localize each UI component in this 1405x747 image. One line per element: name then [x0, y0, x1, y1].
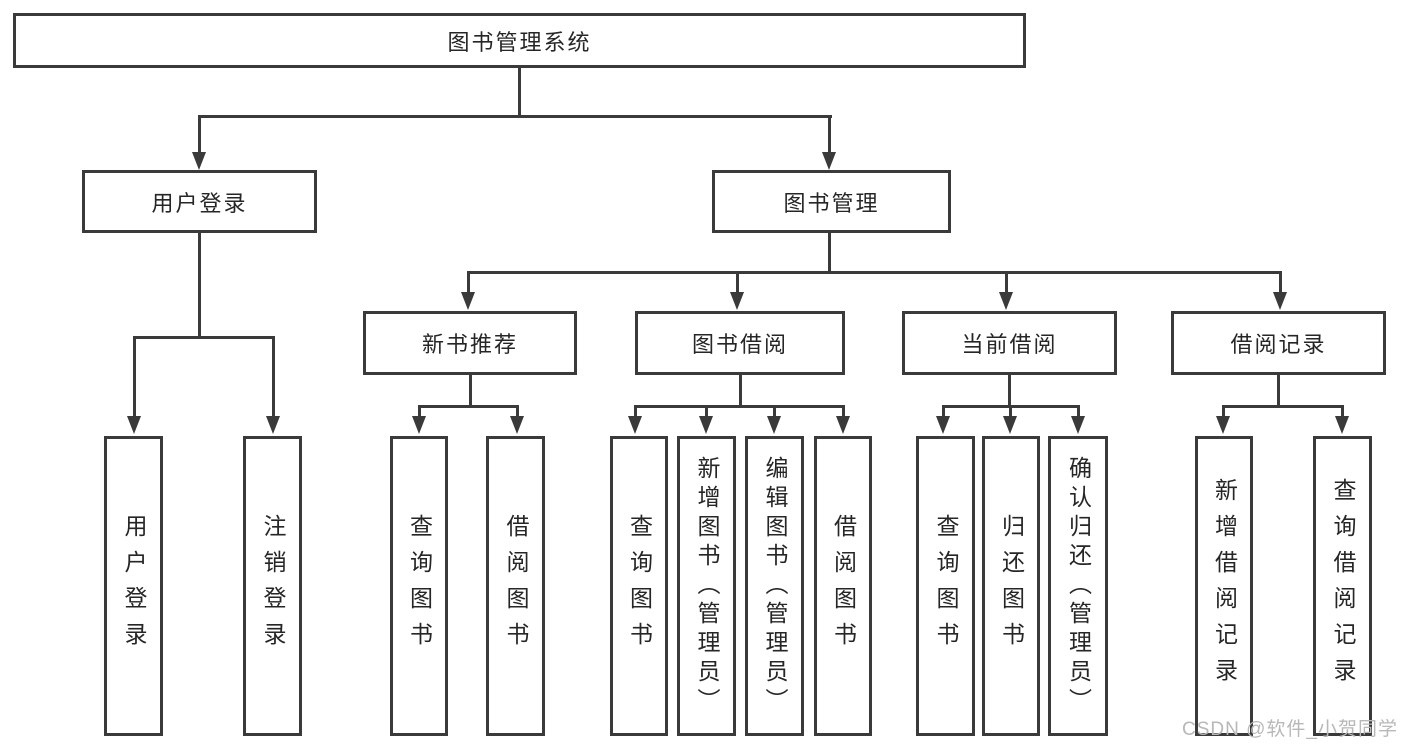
leaf-query-books-borrowing: 查询图书 [610, 436, 668, 736]
leaf-label: 用户登录 [121, 514, 147, 658]
arrowhead-down-icon [730, 292, 744, 310]
connector-line [418, 405, 421, 417]
arrowhead-down-icon [510, 416, 524, 434]
connector-line [705, 405, 708, 417]
leaf-logout: 注销登录 [243, 436, 302, 736]
connector-line [828, 233, 831, 274]
arrowhead-down-icon [999, 292, 1013, 310]
arrowhead-down-icon [836, 416, 850, 434]
connector-line [1277, 375, 1280, 407]
arrowhead-down-icon [628, 416, 642, 434]
connector-line [1222, 405, 1225, 417]
connector-line [1009, 405, 1012, 417]
connector-line [739, 375, 742, 407]
connector-line [198, 115, 201, 153]
arrowhead-down-icon [1071, 416, 1085, 434]
node-label: 当前借阅 [961, 332, 1058, 357]
leaf-query-books-current: 查询图书 [916, 436, 975, 736]
connector-line [634, 405, 844, 408]
connector-line [516, 405, 519, 417]
leaf-label: 新增借阅记录 [1211, 478, 1238, 694]
arrowhead-down-icon [1335, 416, 1349, 434]
connector-line [1008, 375, 1011, 407]
arrowhead-down-icon [767, 416, 781, 434]
arrowhead-down-icon [699, 416, 713, 434]
arrowhead-down-icon [822, 152, 836, 170]
node-label: 借阅记录 [1230, 332, 1327, 357]
connector-line [773, 405, 776, 417]
node-library-management-system: 图书管理系统 [13, 13, 1026, 68]
arrowhead-down-icon [1003, 416, 1017, 434]
leaf-edit-books-admin: 编辑图书（管理员） [745, 436, 804, 736]
arrowhead-down-icon [412, 416, 426, 434]
leaf-label: 编辑图书（管理员） [762, 455, 788, 717]
arrowhead-down-icon [936, 416, 950, 434]
node-new-book-recommend: 新书推荐 [363, 311, 577, 375]
connector-line [1222, 405, 1343, 408]
connector-line [198, 115, 832, 118]
connector-line [272, 336, 275, 416]
node-book-borrowing: 图书借阅 [635, 311, 845, 375]
arrowhead-down-icon [1216, 416, 1230, 434]
node-current-borrowing: 当前借阅 [902, 311, 1117, 375]
leaf-confirm-return-admin: 确认归还（管理员） [1048, 436, 1108, 736]
leaf-label: 借阅图书 [503, 514, 529, 658]
leaf-label: 新增图书（管理员） [694, 455, 720, 717]
connector-line [1279, 271, 1282, 293]
node-label: 图书借阅 [691, 332, 788, 357]
leaf-query-books-recommend: 查询图书 [390, 436, 448, 736]
node-label: 用户登录 [151, 190, 248, 216]
leaf-label: 注销登录 [260, 514, 286, 658]
connector-line [198, 233, 201, 336]
leaf-add-books-admin: 新增图书（管理员） [677, 436, 736, 736]
node-book-management: 图书管理 [712, 170, 951, 233]
leaf-label: 查询图书 [626, 514, 653, 658]
connector-line [418, 405, 519, 408]
node-label: 图书管理 [783, 190, 880, 216]
leaf-label: 查询图书 [933, 514, 959, 658]
connector-line [828, 115, 831, 153]
arrowhead-down-icon [461, 292, 475, 310]
connector-line [133, 336, 275, 339]
leaf-return-books: 归还图书 [982, 436, 1040, 736]
connector-line [133, 336, 136, 416]
connector-line [518, 68, 521, 115]
leaf-label: 确认归还（管理员） [1065, 455, 1092, 717]
connector-line [942, 405, 945, 417]
leaf-user-login: 用户登录 [104, 436, 163, 736]
node-borrowing-records: 借阅记录 [1171, 311, 1386, 375]
arrowhead-down-icon [127, 416, 141, 434]
connector-line [467, 271, 1281, 274]
node-user-login: 用户登录 [82, 170, 317, 233]
connector-line [1077, 405, 1080, 417]
leaf-borrow-books: 借阅图书 [814, 436, 872, 736]
leaf-label: 查询借阅记录 [1330, 478, 1356, 694]
connector-line [634, 405, 637, 417]
connector-line [469, 375, 472, 407]
node-label: 图书管理系统 [447, 29, 592, 55]
leaf-borrow-books-recommend: 借阅图书 [486, 436, 545, 736]
arrowhead-down-icon [192, 152, 206, 170]
connector-line [1005, 271, 1008, 293]
connector-line [467, 271, 470, 293]
leaf-query-borrow-record: 查询借阅记录 [1313, 436, 1372, 736]
connector-line [736, 271, 739, 293]
csdn-watermark: CSDN @软件_小贺同学 [1182, 719, 1398, 740]
leaf-label: 查询图书 [406, 514, 433, 658]
connector-line [842, 405, 845, 417]
leaf-label: 借阅图书 [830, 514, 857, 658]
leaf-add-borrow-record: 新增借阅记录 [1195, 436, 1253, 736]
arrowhead-down-icon [266, 416, 280, 434]
leaf-label: 归还图书 [998, 514, 1025, 658]
connector-line [1341, 405, 1344, 417]
node-label: 新书推荐 [421, 332, 518, 357]
arrowhead-down-icon [1273, 292, 1287, 310]
